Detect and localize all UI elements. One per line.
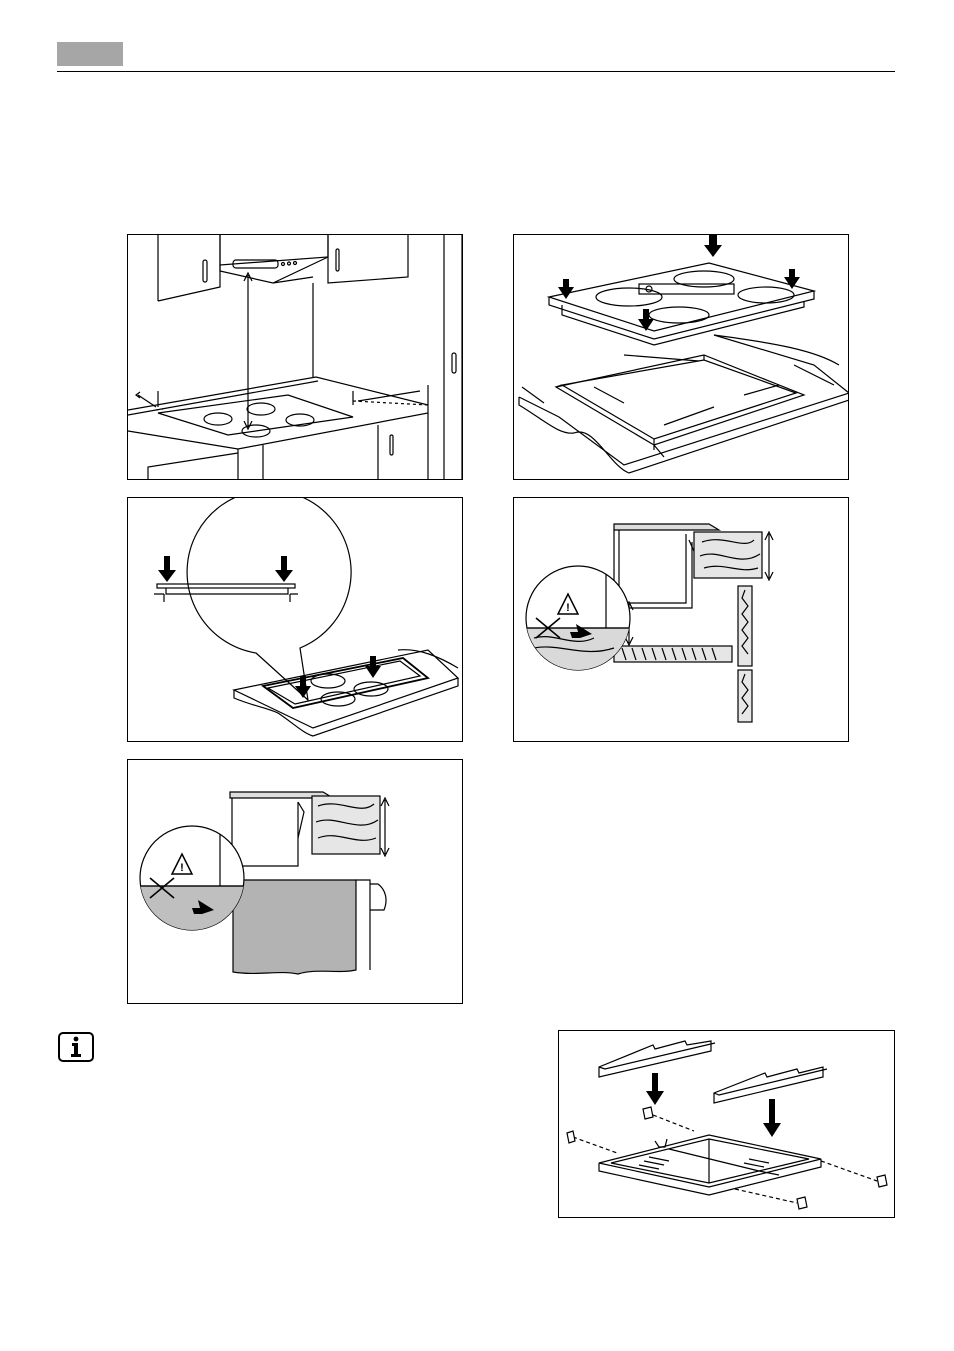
figure-hob-fixing-detail: [127, 497, 463, 742]
figure-drawer-clearance: !: [513, 497, 849, 742]
magnifier-callout-icon: [187, 498, 351, 700]
protection-box-drawing: [559, 1031, 895, 1218]
warning-glyph: !: [180, 862, 184, 874]
screw-icon: [877, 1175, 887, 1187]
oven-front-icon: [233, 880, 356, 974]
figure-kitchen-installation: [127, 234, 463, 480]
wall-cabinet-left-icon: [158, 235, 220, 301]
kitchen-installation-drawing: [128, 235, 463, 480]
warning-glyph: !: [566, 602, 570, 614]
down-arrow-icon: [646, 1073, 664, 1105]
figure-hob-insertion: [513, 234, 849, 480]
hob-fixing-drawing: [128, 498, 463, 742]
figure-protection-box-assembly: [558, 1030, 895, 1218]
down-arrow-icon: [784, 269, 800, 289]
info-icon: [58, 1032, 94, 1062]
drawer-clearance-drawing: !: [514, 498, 849, 742]
hob-insertion-drawing: [514, 235, 849, 480]
screw-icon: [643, 1107, 653, 1119]
header-rule: [57, 71, 895, 72]
bracket-icon: [599, 1041, 711, 1077]
figure-oven-clearance: !: [127, 759, 463, 1004]
down-arrow-icon: [558, 279, 574, 299]
header-tab: [57, 42, 123, 66]
down-arrow-icon: [763, 1099, 781, 1137]
bracket-icon: [714, 1067, 823, 1103]
down-arrow-icon: [365, 656, 381, 678]
info-glyph-drawing: [60, 1034, 92, 1060]
oven-clearance-drawing: !: [128, 760, 463, 1004]
screw-icon: [797, 1197, 807, 1209]
screw-icon: [567, 1131, 575, 1143]
cutout-icon: [556, 355, 804, 445]
down-arrow-icon: [158, 556, 176, 582]
down-arrow-icon: [704, 235, 722, 257]
